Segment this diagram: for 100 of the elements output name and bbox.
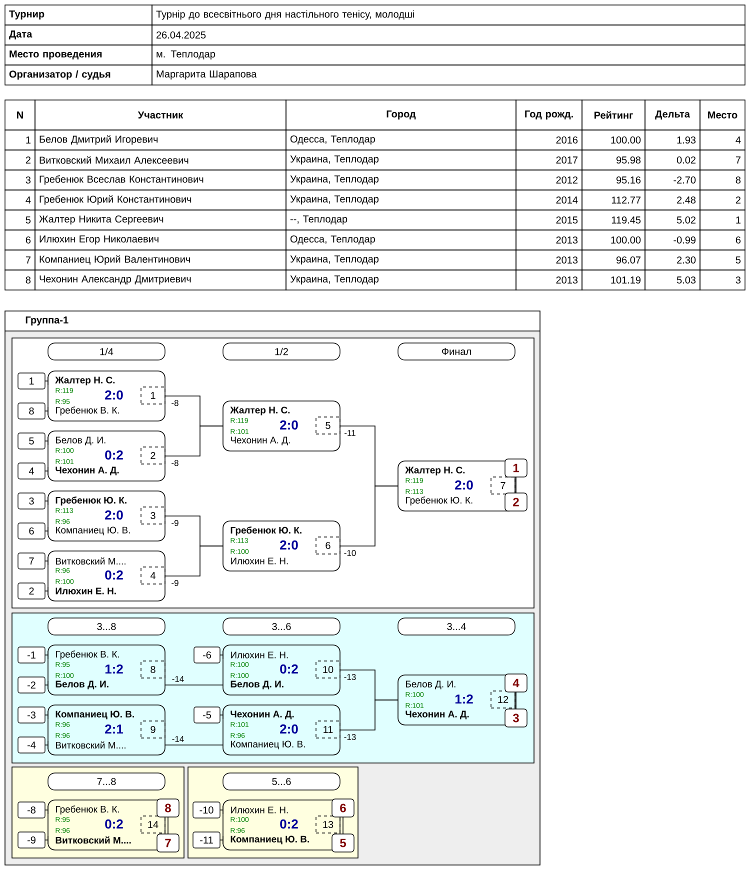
seed-box: -11 bbox=[192, 832, 220, 848]
table-cell: Турнір до всесвітнього дня настільного тенісу, молодші bbox=[152, 4, 746, 26]
connector-line bbox=[44, 466, 48, 476]
match-number-box: 6 bbox=[316, 536, 340, 554]
score: 1:2 bbox=[455, 694, 473, 704]
table-cell: 5 bbox=[4, 210, 36, 230]
seed-box: -9 bbox=[18, 832, 46, 848]
connector-line bbox=[220, 836, 224, 844]
connector-line bbox=[44, 436, 48, 446]
score: 0:2 bbox=[105, 450, 123, 460]
table-cell: 2013 bbox=[516, 230, 582, 250]
match-number-box: 9 bbox=[140, 720, 166, 738]
player-name: Жалтер Н. С. bbox=[405, 466, 465, 476]
match-number-box: 11 bbox=[316, 720, 340, 738]
table-cell: N bbox=[4, 100, 36, 130]
round-header: 7...8 bbox=[48, 772, 166, 790]
match-number-box: 13 bbox=[316, 816, 340, 834]
player-name: Чехонин А. Д. bbox=[230, 710, 294, 720]
table-cell: м. Теплодар bbox=[152, 44, 746, 66]
table-cell: 6 bbox=[700, 230, 746, 250]
round-header: 3...4 bbox=[398, 618, 516, 636]
table-cell: 2013 bbox=[516, 250, 582, 270]
player-name: Гребенюк Ю. К. bbox=[56, 496, 126, 506]
connector-line bbox=[220, 710, 224, 720]
match-box bbox=[48, 550, 166, 602]
table-cell: 95.98 bbox=[582, 150, 646, 170]
match-box bbox=[48, 644, 166, 696]
table-cell: Рейтинг bbox=[582, 100, 646, 130]
place-box: 6 bbox=[332, 798, 354, 818]
connector-line bbox=[44, 526, 48, 536]
table-cell: Украина, Теплодар bbox=[286, 170, 516, 190]
table-cell: 95.16 bbox=[582, 170, 646, 190]
round-header: Финал bbox=[398, 342, 516, 360]
match-number-box: 14 bbox=[140, 816, 166, 834]
seed-box: -6 bbox=[194, 646, 220, 664]
match-number-box: 3 bbox=[140, 506, 166, 524]
table-cell: 8 bbox=[700, 170, 746, 190]
table-cell: 1.93 bbox=[644, 130, 700, 150]
place-box: 5 bbox=[332, 834, 354, 852]
table-cell: 2014 bbox=[516, 190, 582, 210]
score: 0:2 bbox=[105, 570, 123, 580]
player-name: Гребенюк Ю. К. bbox=[230, 526, 302, 536]
table-cell: Чехонин Александр Дмитриевич bbox=[34, 270, 286, 290]
connector-line bbox=[340, 486, 398, 546]
player-name: Гребенюк Ю. К. bbox=[406, 496, 472, 506]
score: 1:2 bbox=[105, 664, 123, 674]
player-name: Илюхин Е. Н. bbox=[230, 558, 288, 564]
connector-line bbox=[44, 740, 48, 750]
match-box bbox=[48, 370, 166, 422]
match-number-box: 12 bbox=[490, 690, 516, 708]
player-name: Илюхин Е. Н. bbox=[230, 806, 288, 814]
table-cell: Организатор / судья bbox=[4, 64, 152, 86]
table-cell: Дата bbox=[4, 24, 152, 46]
place-box: 4 bbox=[504, 674, 528, 692]
seed-box: -1 bbox=[18, 646, 46, 664]
player-name: Гребенюк В. К. bbox=[56, 650, 119, 660]
player-name: Белов Д. И. bbox=[56, 436, 106, 446]
connector-line bbox=[44, 806, 48, 814]
match-box bbox=[222, 704, 340, 756]
table-cell: Город bbox=[286, 100, 516, 130]
player-name: Витковский М.... bbox=[56, 836, 131, 844]
table-cell: 0.02 bbox=[644, 150, 700, 170]
seed-box: 6 bbox=[18, 522, 46, 540]
seed-box: -5 bbox=[194, 706, 220, 724]
connector-line bbox=[220, 650, 224, 660]
table-cell: Маргарита Шарапова bbox=[152, 64, 746, 86]
connector-line bbox=[44, 680, 48, 690]
table-cell: 100.00 bbox=[582, 130, 646, 150]
table-cell: Жалтер Никита Сергеевич bbox=[34, 210, 286, 230]
place-box: 3 bbox=[504, 708, 528, 728]
player-name: Илюхин Е. Н. bbox=[230, 652, 288, 658]
player-name: Илюхин Е. Н. bbox=[56, 588, 116, 594]
score: 0:2 bbox=[280, 664, 298, 674]
seed-box: -3 bbox=[18, 706, 46, 724]
table-cell: 3 bbox=[700, 270, 746, 290]
score: 2:0 bbox=[280, 420, 298, 430]
round-header: 1/4 bbox=[48, 342, 166, 360]
match-number-box: 8 bbox=[140, 660, 166, 678]
table-cell: -2.70 bbox=[644, 170, 700, 190]
round-header: 3...6 bbox=[222, 618, 340, 636]
connector-line bbox=[340, 700, 398, 730]
round-header: 5...6 bbox=[222, 772, 340, 790]
connector-line bbox=[164, 744, 224, 746]
score: 2:0 bbox=[280, 540, 298, 550]
connector-line bbox=[44, 406, 48, 416]
table-cell: 4 bbox=[4, 190, 36, 210]
seed-box: -10 bbox=[192, 802, 220, 818]
score: 0:2 bbox=[280, 819, 298, 829]
connector-line bbox=[164, 684, 224, 686]
player-name: Витковский М.... bbox=[56, 557, 126, 565]
connector-line bbox=[164, 426, 224, 456]
place-box: 8 bbox=[156, 798, 180, 818]
place-box: 2 bbox=[504, 492, 528, 512]
seed-box: 1 bbox=[18, 372, 46, 390]
place-box: 7 bbox=[156, 834, 180, 852]
connector-line bbox=[44, 496, 48, 506]
score: 2:0 bbox=[105, 510, 123, 520]
connector-line bbox=[44, 836, 48, 844]
seed-box: -2 bbox=[18, 676, 46, 694]
player-name: Белов Д. И. bbox=[406, 680, 456, 690]
